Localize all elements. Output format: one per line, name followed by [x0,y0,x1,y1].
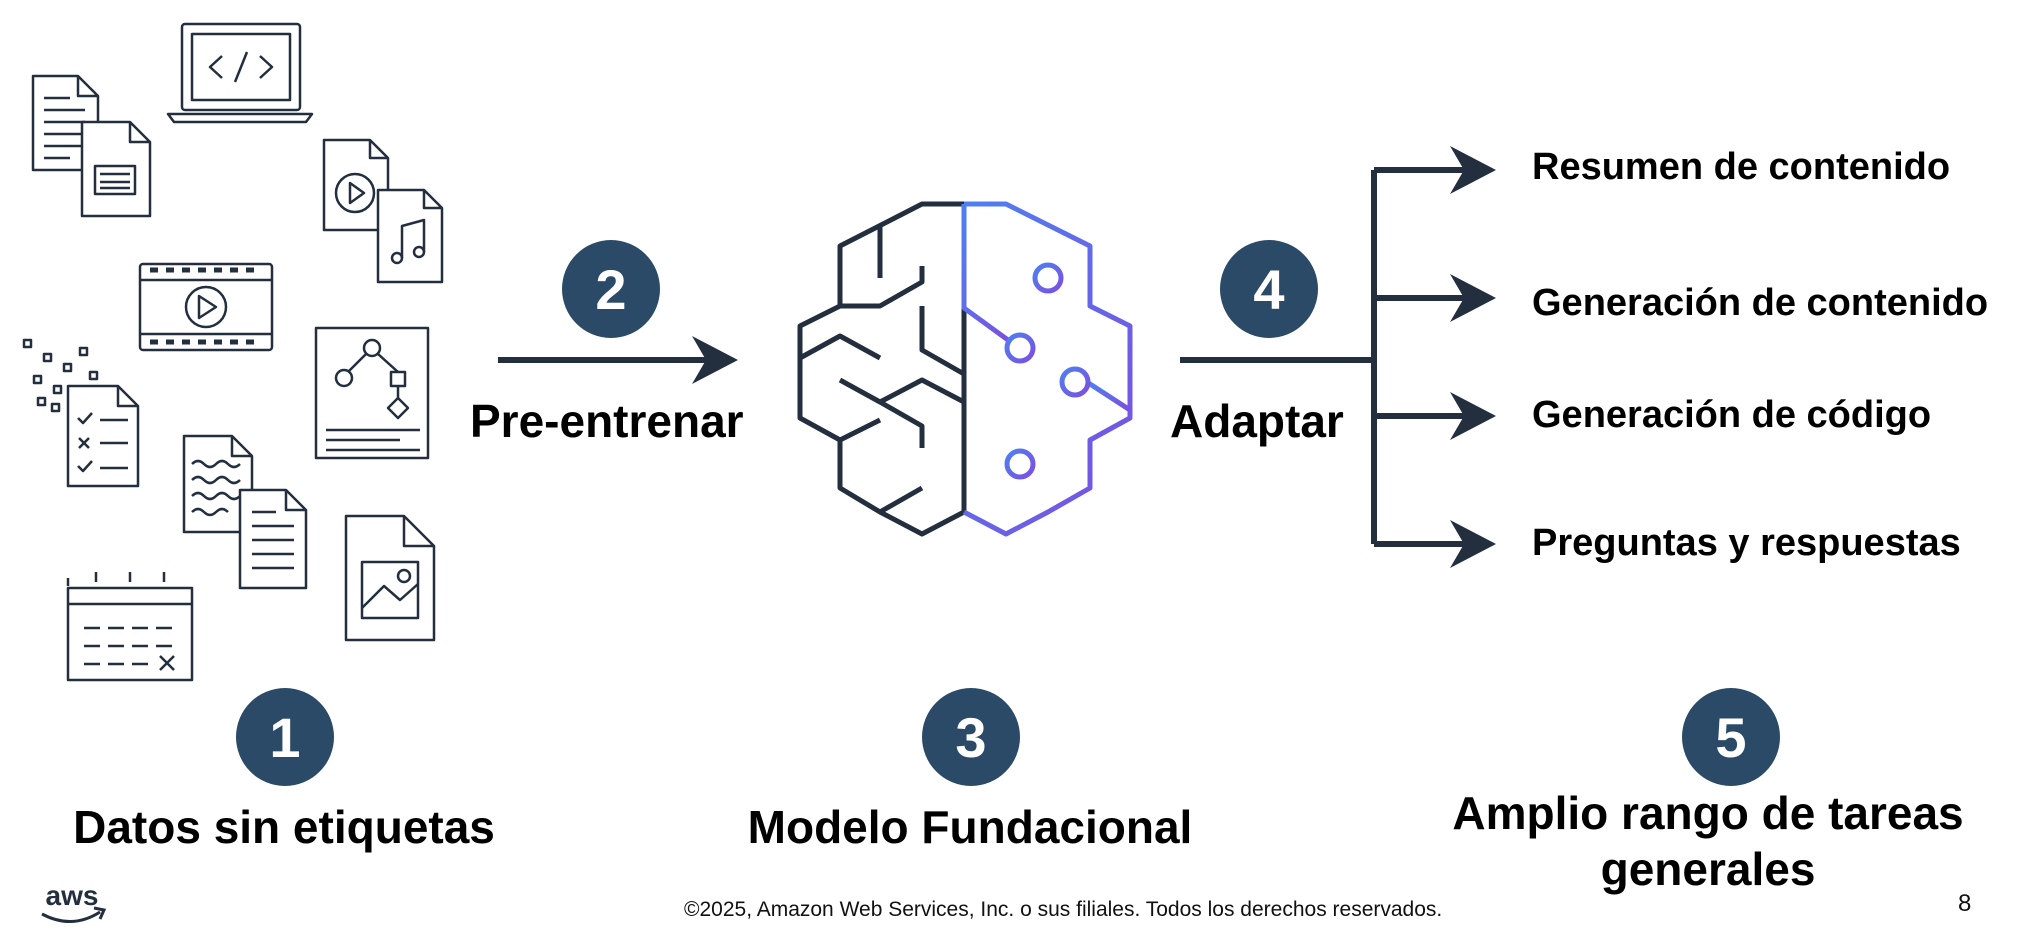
unlabeled-data-icons [22,22,444,682]
task-content-generation: Generación de contenido [1532,282,1989,324]
task-code-generation: Generación de código [1532,394,1932,436]
step-3-label: Modelo Fundacional [747,801,1193,853]
image-file-icon [344,514,436,642]
step-3-badge: 3 [922,688,1020,786]
media-files-icon [322,138,444,284]
step-1-badge: 1 [236,688,334,786]
adapt-arrows [1180,146,1496,568]
film-strip-icon [138,262,274,352]
documents-icon [31,74,152,218]
step-4-label: Adaptar [1170,395,1344,447]
slide-number: 8 [1958,890,1972,917]
checklist-icon [22,338,140,488]
step-5-label-line1: Amplio rango de tareas [1452,787,1964,839]
flowchart-doc-icon [314,326,430,460]
brain-icon [797,201,1133,537]
step-5-label-line2: generales [1600,843,1816,895]
copyright-notice: ©2025, Amazon Web Services, Inc. o sus f… [684,898,1443,921]
laptop-code-icon [166,22,314,124]
step-1-label: Datos sin etiquetas [73,801,495,853]
aws-logo: aws [41,880,107,924]
aws-logo-text: aws [46,880,99,911]
step-5-badge: 5 [1682,688,1780,786]
step-2-label: Pre-entrenar [470,395,744,447]
step-2-badge: 2 [562,240,660,338]
task-question-answering: Preguntas y respuestas [1532,522,1961,564]
text-documents-icon [182,434,308,590]
task-content-summary: Resumen de contenido [1532,146,1951,188]
calendar-icon [66,572,194,682]
step-4-badge: 4 [1220,240,1318,338]
pretrain-arrow [498,336,738,384]
